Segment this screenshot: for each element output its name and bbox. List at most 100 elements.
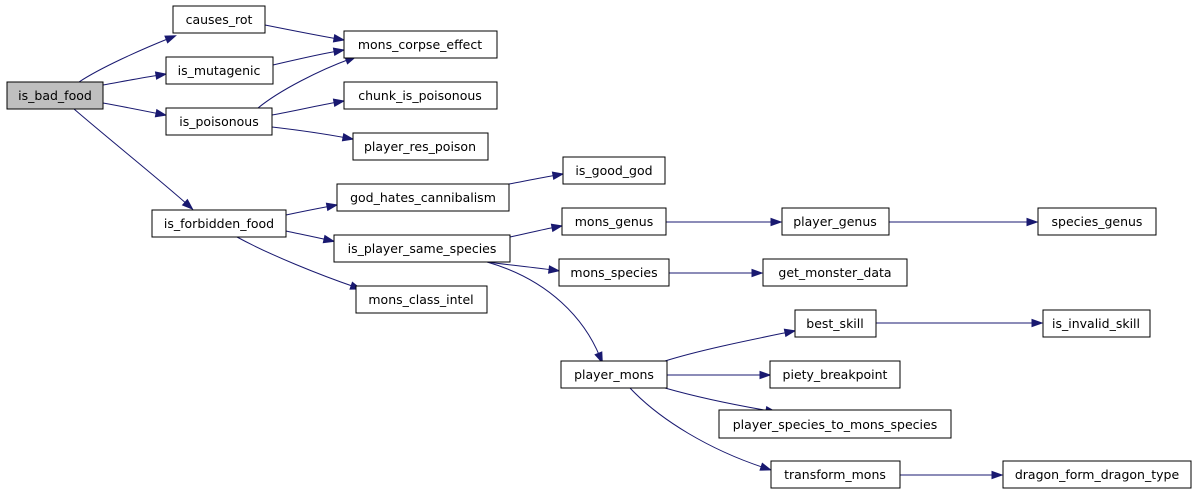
edge-line — [509, 226, 557, 238]
edge-is-bad-food-to-is-mutagenic — [102, 71, 168, 86]
edge-is-bad-food-to-is-poisonous — [102, 102, 168, 118]
edge-is-bad-food-to-causes-rot — [78, 35, 177, 83]
node-is-player-same-species[interactable]: is_player_same_species — [333, 234, 511, 263]
node-label: is_mutagenic — [178, 63, 261, 78]
node-player-mons[interactable]: player_mons — [560, 360, 668, 389]
edge-player-mons-to-transform-mons — [629, 387, 773, 471]
edge-line — [236, 236, 356, 288]
arrowhead-icon — [154, 108, 168, 118]
node-label: mons_species — [570, 265, 657, 280]
edge-line — [264, 24, 339, 40]
node-label: player_res_poison — [364, 139, 476, 154]
arrowhead-icon — [332, 47, 346, 57]
arrowhead-icon — [164, 35, 177, 44]
node-player-genus[interactable]: player_genus — [781, 207, 890, 236]
arrowhead-icon — [154, 71, 168, 80]
node-chunk-is-poisonous[interactable]: chunk_is_poisonous — [343, 81, 498, 110]
edge-is-player-same-species-to-player-mons — [486, 261, 603, 364]
node-causes-rot[interactable]: causes_rot — [172, 5, 266, 34]
edge-line — [271, 126, 348, 139]
edge-mons-species-to-get-monster-data — [669, 268, 764, 278]
edge-line — [102, 102, 161, 115]
node-get-monster-data[interactable]: get_monster_data — [762, 258, 908, 287]
node-label: dragon_form_dragon_type — [1015, 467, 1180, 482]
edge-player-mons-to-best-skill — [664, 328, 797, 362]
node-label: piety_breakpoint — [783, 367, 888, 382]
node-label: god_hates_cannibalism — [350, 190, 496, 205]
arrowhead-icon — [181, 198, 194, 210]
node-is-mutagenic[interactable]: is_mutagenic — [165, 56, 274, 85]
arrowhead-icon — [759, 370, 772, 380]
arrowhead-icon — [594, 351, 603, 364]
edge-line — [486, 261, 554, 271]
edge-line — [664, 387, 771, 412]
arrowhead-icon — [770, 217, 783, 227]
node-label: player_mons — [574, 367, 654, 382]
edge-is-bad-food-to-is-forbidden-food — [73, 108, 194, 210]
edges-layer — [73, 24, 1044, 480]
edge-is-poisonous-to-player-res-poison — [271, 126, 355, 142]
node-label: player_genus — [793, 214, 877, 229]
node-best-skill[interactable]: best_skill — [794, 309, 877, 338]
node-mons-corpse-effect[interactable]: mons_corpse_effect — [343, 30, 498, 59]
edge-is-poisonous-to-chunk-is-poisonous — [271, 98, 346, 116]
node-species-genus[interactable]: species_genus — [1037, 207, 1157, 236]
node-transform-mons[interactable]: transform_mons — [770, 460, 901, 489]
edge-is-player-same-species-to-mons-species — [486, 261, 561, 274]
nodes-layer: is_bad_food causes_rot is_mutagenic is_p… — [6, 5, 1192, 489]
node-label: is_player_same_species — [348, 241, 497, 256]
edge-line — [272, 50, 339, 66]
edge-player-mons-to-piety-breakpoint — [667, 370, 772, 380]
arrowhead-icon — [325, 202, 339, 212]
node-player-res-poison[interactable]: player_res_poison — [352, 132, 489, 161]
arrowhead-icon — [332, 98, 346, 108]
node-label: is_poisonous — [179, 114, 258, 129]
arrowhead-icon — [1026, 217, 1039, 227]
edge-line — [285, 205, 332, 216]
edge-transform-mons-to-dragon-form-dragon-type — [900, 470, 1004, 480]
edge-best-skill-to-is-invalid-skill — [876, 318, 1044, 328]
node-dragon-form-dragon-type[interactable]: dragon_form_dragon_type — [1002, 460, 1192, 489]
edge-line — [257, 58, 351, 109]
node-label: species_genus — [1052, 214, 1143, 229]
node-label: is_good_god — [575, 163, 652, 178]
node-god-hates-cannibalism[interactable]: god_hates_cannibalism — [336, 183, 510, 212]
node-label: mons_corpse_effect — [358, 37, 482, 52]
node-mons-genus[interactable]: mons_genus — [561, 207, 667, 236]
node-is-invalid-skill[interactable]: is_invalid_skill — [1042, 309, 1151, 338]
edge-line — [508, 174, 558, 185]
edge-line — [78, 37, 171, 83]
node-piety-breakpoint[interactable]: piety_breakpoint — [769, 360, 901, 389]
node-mons-class-intel[interactable]: mons_class_intel — [355, 285, 488, 314]
arrowhead-icon — [1031, 318, 1044, 328]
node-label: player_species_to_mons_species — [733, 417, 937, 432]
node-is-poisonous[interactable]: is_poisonous — [165, 107, 273, 136]
node-is-bad-food[interactable]: is_bad_food — [6, 81, 104, 110]
node-label: causes_rot — [186, 12, 253, 27]
node-player-species-to-mons-species[interactable]: player_species_to_mons_species — [718, 409, 952, 439]
edge-line — [271, 101, 339, 116]
edge-is-player-same-species-to-mons-genus — [509, 223, 564, 238]
node-label: is_invalid_skill — [1052, 316, 1140, 331]
node-label: transform_mons — [784, 467, 886, 482]
arrowhead-icon — [550, 223, 564, 233]
edge-line — [629, 387, 766, 469]
node-label: get_monster_data — [778, 265, 891, 280]
arrowhead-icon — [991, 470, 1004, 480]
edge-player-genus-to-species-genus — [889, 217, 1039, 227]
edge-mons-genus-to-player-genus — [666, 217, 783, 227]
edge-line — [73, 108, 189, 206]
edge-line — [664, 331, 790, 362]
node-is-good-god[interactable]: is_good_god — [562, 156, 666, 185]
node-label: mons_genus — [575, 214, 654, 229]
edge-is-forbidden-food-to-god-hates-cannibalism — [285, 202, 339, 216]
node-is-forbidden-food[interactable]: is_forbidden_food — [151, 209, 287, 238]
arrowhead-icon — [322, 234, 336, 244]
arrowhead-icon — [547, 265, 561, 274]
edge-god-hates-cannibalism-to-is-good-god — [508, 171, 565, 185]
node-mons-species[interactable]: mons_species — [558, 258, 670, 287]
node-label: mons_class_intel — [368, 292, 473, 307]
arrowhead-icon — [341, 132, 355, 142]
edge-is-mutagenic-to-mons-corpse-effect — [272, 47, 346, 66]
